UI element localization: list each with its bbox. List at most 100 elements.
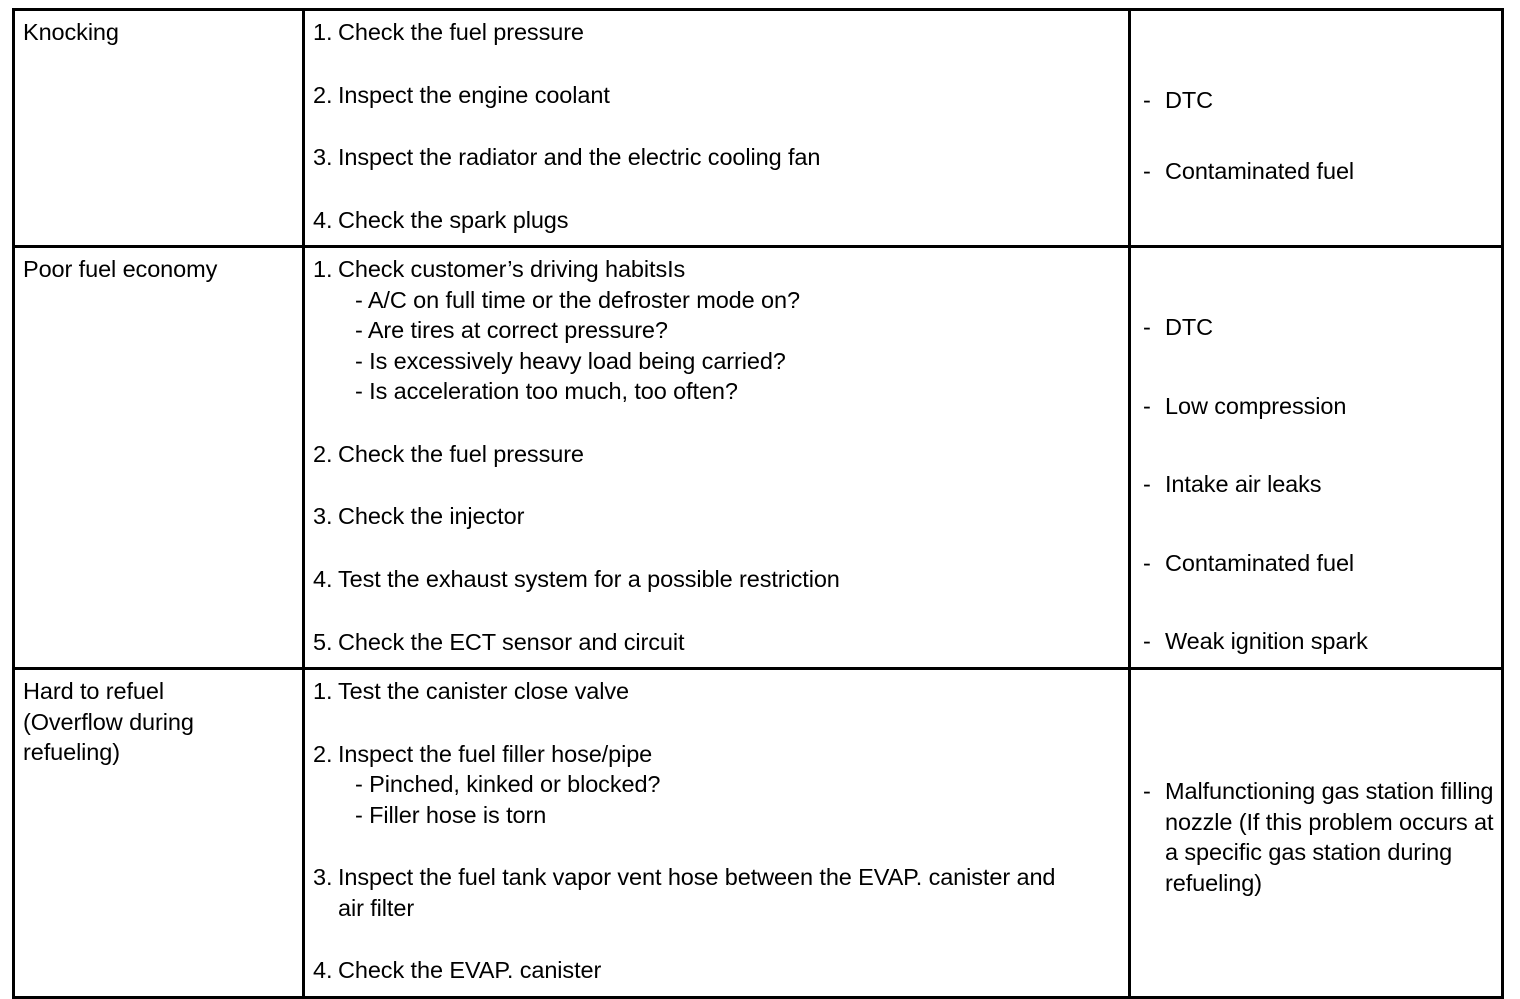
spacer <box>313 532 1122 564</box>
symptom-line: refueling) <box>23 739 120 766</box>
action-step: 1.Check the fuel pressure <box>313 17 1122 48</box>
step-number: 3. <box>313 503 333 530</box>
spacer <box>1143 578 1495 626</box>
action-step: 4.Check the spark plugs <box>313 205 1122 236</box>
spacer <box>1143 343 1495 391</box>
action-content: 1.Check customer’s driving habitsIs - A/… <box>305 248 1128 667</box>
table-row: Knocking 1.Check the fuel pressure 2.Ins… <box>12 7 1504 249</box>
bullet-dash: - <box>1143 157 1151 184</box>
step-text: Check the ECT sensor and circuit <box>338 628 685 655</box>
step-text: Inspect the engine coolant <box>338 81 610 108</box>
spacer <box>1143 421 1495 469</box>
step-text: Check the fuel pressure <box>338 19 584 45</box>
spacer <box>1143 500 1495 548</box>
spacer <box>313 830 1122 862</box>
spacer <box>1143 254 1495 312</box>
step-continuation: air filter <box>338 894 415 921</box>
action-step: 2.Check the fuel pressure <box>313 439 1122 470</box>
step-number: 1. <box>313 19 333 45</box>
cause-item: -Weak ignition spark <box>1143 626 1495 657</box>
step-number: 3. <box>313 864 333 891</box>
action-step: 4.Check the EVAP. canister <box>313 955 1122 986</box>
cause-cell: -Malfunctioning gas station filling nozz… <box>1128 667 1504 999</box>
spacer <box>1143 17 1495 85</box>
step-number: 2. <box>313 440 333 467</box>
symptom-line: Hard to refuel <box>23 678 164 705</box>
bullet-dash: - <box>1143 778 1151 805</box>
cause-text: Contaminated fuel <box>1165 549 1355 576</box>
cause-item: -DTC <box>1143 312 1495 343</box>
troubleshooting-table: Knocking 1.Check the fuel pressure 2.Ins… <box>12 7 1504 999</box>
action-step: 1.Check customer’s driving habitsIs <box>313 254 1122 285</box>
step-text: Check the fuel pressure <box>338 440 584 467</box>
bullet-dash: - <box>1143 549 1151 576</box>
spacer <box>313 407 1122 439</box>
cause-text: Contaminated fuel <box>1165 157 1355 184</box>
cause-text: Low compression <box>1165 392 1347 419</box>
symptom-line: (Overflow during <box>23 708 194 735</box>
spacer <box>313 707 1122 739</box>
spacer <box>313 595 1122 627</box>
cause-item: -Intake air leaks <box>1143 469 1495 500</box>
table-row: Poor fuel economy 1.Check customer’s dri… <box>12 245 1504 671</box>
action-cell: 1.Check the fuel pressure 2.Inspect the … <box>302 7 1131 249</box>
bullet-dash: - <box>1143 87 1151 113</box>
bullet-dash: - <box>1143 392 1151 419</box>
symptom-cell: Hard to refuel (Overflow during refuelin… <box>12 667 305 999</box>
bullet-dash: - <box>1143 628 1151 655</box>
spacer <box>313 923 1122 955</box>
symptom-content: Hard to refuel (Overflow during refuelin… <box>15 670 302 980</box>
symptom-line: Poor fuel economy <box>23 256 218 283</box>
cause-text: Intake air leaks <box>1165 471 1322 498</box>
action-step: 2.Inspect the engine coolant <box>313 80 1122 111</box>
table-row: Hard to refuel (Overflow during refuelin… <box>12 667 1504 999</box>
action-step: 5.Check the ECT sensor and circuit <box>313 627 1122 658</box>
action-step: 3.Check the injector <box>313 501 1122 532</box>
sub-bullet: - A/C on full time or the defroster mode… <box>355 286 800 313</box>
bullet-dash: - <box>1143 471 1151 498</box>
step-number: 4. <box>313 206 333 233</box>
action-step: 1.Test the canister close valve <box>313 676 1122 707</box>
step-number: 1. <box>313 256 333 283</box>
action-step: 3.Inspect the radiator and the electric … <box>313 142 1122 173</box>
step-text: Check customer’s driving habitsIs <box>338 256 686 283</box>
sub-bullet: - Are tires at correct pressure? <box>355 317 668 344</box>
step-number: 2. <box>313 81 333 108</box>
step-number: 2. <box>313 740 333 767</box>
sub-bullet: - Filler hose is torn <box>355 801 547 828</box>
step-text: Test the exhaust system for a possible r… <box>338 566 840 593</box>
spacer <box>313 173 1122 205</box>
symptom-line: Knocking <box>23 19 119 45</box>
cause-item: -Contaminated fuel <box>1143 548 1495 579</box>
step-text: Inspect the fuel tank vapor vent hose be… <box>338 864 1056 891</box>
action-step: 4.Test the exhaust system for a possible… <box>313 564 1122 595</box>
action-content: 1.Test the canister close valve 2.Inspec… <box>305 670 1128 996</box>
step-number: 4. <box>313 566 333 593</box>
action-step: 2.Inspect the fuel filler hose/pipe <box>313 739 1122 770</box>
cause-cell: -DTC -Contaminated fuel <box>1128 7 1504 249</box>
cause-text: DTC <box>1165 87 1213 113</box>
cause-content: -DTC -Contaminated fuel <box>1131 11 1501 225</box>
step-number: 3. <box>313 144 333 171</box>
step-text: Check the EVAP. canister <box>338 957 602 984</box>
step-text: Check the spark plugs <box>338 206 569 233</box>
cause-item: -Malfunctioning gas station filling nozz… <box>1143 776 1495 898</box>
sub-bullet: - Pinched, kinked or blocked? <box>355 771 661 798</box>
cause-cell: -DTC -Low compression -Intake air leaks … <box>1128 245 1504 671</box>
spacer <box>1143 116 1495 156</box>
spacer <box>313 48 1122 80</box>
symptom-cell: Poor fuel economy <box>12 245 305 671</box>
action-cell: 1.Test the canister close valve 2.Inspec… <box>302 667 1131 999</box>
symptom-content: Poor fuel economy <box>15 248 302 640</box>
action-step: 3.Inspect the fuel tank vapor vent hose … <box>313 862 1122 893</box>
symptom-content: Knocking <box>15 11 302 225</box>
spacer <box>313 110 1122 142</box>
sub-bullet: - Is acceleration too much, too often? <box>355 378 738 405</box>
cause-text: DTC <box>1165 314 1213 341</box>
action-cell: 1.Check customer’s driving habitsIs - A/… <box>302 245 1131 671</box>
step-text: Inspect the fuel filler hose/pipe <box>338 740 653 767</box>
cause-item: -DTC <box>1143 85 1495 116</box>
step-text: Check the injector <box>338 503 525 530</box>
cause-item: -Low compression <box>1143 391 1495 422</box>
